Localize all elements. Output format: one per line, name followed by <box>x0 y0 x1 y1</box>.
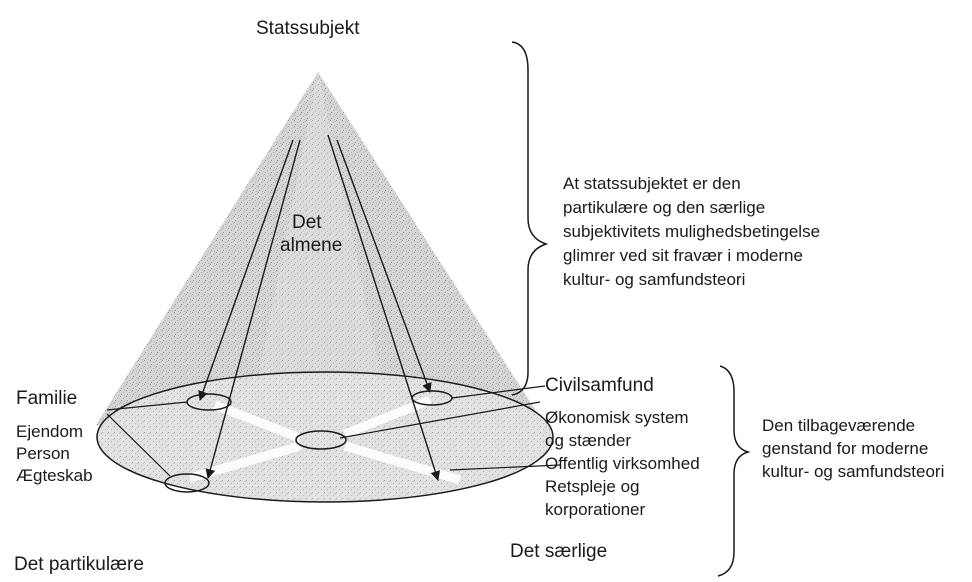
cone-label-line-1: Det <box>292 212 322 233</box>
note-top-line-4: glimrer ved sit fravær i moderne <box>563 246 803 265</box>
civil-item-3: Offentlig virksomhed <box>545 454 700 473</box>
civil-item-5: korporationer <box>545 500 646 519</box>
family-ellipse-bottom <box>164 473 210 493</box>
note-top-line-1: At statssubjektet er den <box>563 174 741 193</box>
note-top-line-3: subjektivitets mulighedsbetingelse <box>563 222 820 241</box>
note-bottom-line-2: genstand for moderne <box>762 439 928 458</box>
statssubjekt-label: Statssubjekt <box>256 18 360 39</box>
note-top-line-2: partikulære og den særlige <box>563 198 765 217</box>
cone-label-line-2: almene <box>280 235 342 256</box>
cone-arrows <box>198 134 440 481</box>
center-ellipse <box>295 430 347 450</box>
family-title: Familie <box>16 388 77 409</box>
leader-lines <box>106 385 561 477</box>
note-top-line-5: kultur- og samfundsteori <box>563 270 745 289</box>
det-saerlige-label: Det særlige <box>510 541 607 562</box>
brace-top <box>511 41 549 396</box>
cone-highlight <box>250 72 390 420</box>
family-item-2: Person <box>16 444 70 463</box>
civil-title: Civilsamfund <box>545 375 654 396</box>
family-item-3: Ægteskab <box>16 466 93 485</box>
civil-item-1: Økonomisk system <box>545 408 689 427</box>
note-bottom-line-1: Den tilbageværende <box>762 416 915 435</box>
note-bottom-line-3: kultur- og samfundsteori <box>762 462 944 481</box>
brace-bottom <box>717 365 751 577</box>
civil-item-4: Retspleje og <box>545 477 640 496</box>
family-item-1: Ejendom <box>16 422 83 441</box>
det-partikulaere-label: Det partikulære <box>14 554 144 575</box>
civil-item-2: og stænder <box>545 431 631 450</box>
